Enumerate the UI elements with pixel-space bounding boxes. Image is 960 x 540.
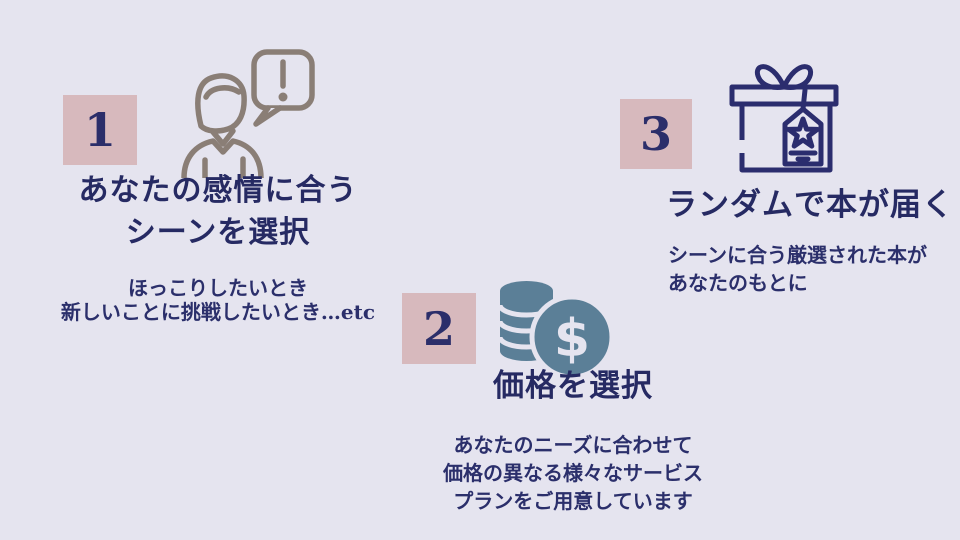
step-3-title: ランダムで本が届く	[666, 186, 960, 224]
step-2-number-badge: 2	[402, 293, 476, 364]
step-3-number: 3	[639, 107, 672, 161]
step-2-description: あなたのニーズに合わせて 価格の異なる様々なサービス プランをご用意しています	[427, 431, 719, 515]
step-3-desc-line1: シーンに合う厳選された本が	[668, 243, 927, 267]
step-1-desc-line1: ほっこりしたいとき	[128, 276, 308, 300]
svg-text:$: $	[554, 309, 590, 369]
step-1-number: 1	[83, 103, 116, 157]
person-speech-bubble-icon	[181, 49, 315, 178]
step-1-title-line2: シーンを選択	[125, 215, 311, 250]
step-2-number: 2	[422, 301, 455, 356]
step-2-title: 価格を選択	[448, 367, 698, 405]
step-1-title-line1: あなたの感情に合う	[78, 173, 358, 208]
step-2-desc-line2: 価格の異なる様々なサービス	[443, 461, 703, 485]
step-1-title: あなたの感情に合う シーンを選択	[28, 170, 408, 254]
gift-box-icon	[729, 64, 839, 173]
step-3-desc-line2: あなたのもとに	[668, 271, 808, 295]
step-2-desc-line3: プランをご用意しています	[453, 489, 693, 513]
step-1-desc-line2: 新しいことに挑戦したいとき…etc	[60, 300, 376, 324]
step-3-description: シーンに合う厳選された本が あなたのもとに	[668, 241, 958, 297]
step-3-title-line1: ランダムで本が届く	[666, 187, 954, 223]
step-2-title-line1: 価格を選択	[493, 368, 653, 404]
step-3-number-badge: 3	[620, 99, 692, 169]
step-1-description: ほっこりしたいとき 新しいことに挑戦したいとき…etc	[28, 276, 408, 324]
coins-money-icon: $	[497, 281, 614, 380]
step-1-number-badge: 1	[63, 95, 137, 165]
step-2-desc-line1: あなたのニーズに合わせて	[453, 433, 693, 457]
